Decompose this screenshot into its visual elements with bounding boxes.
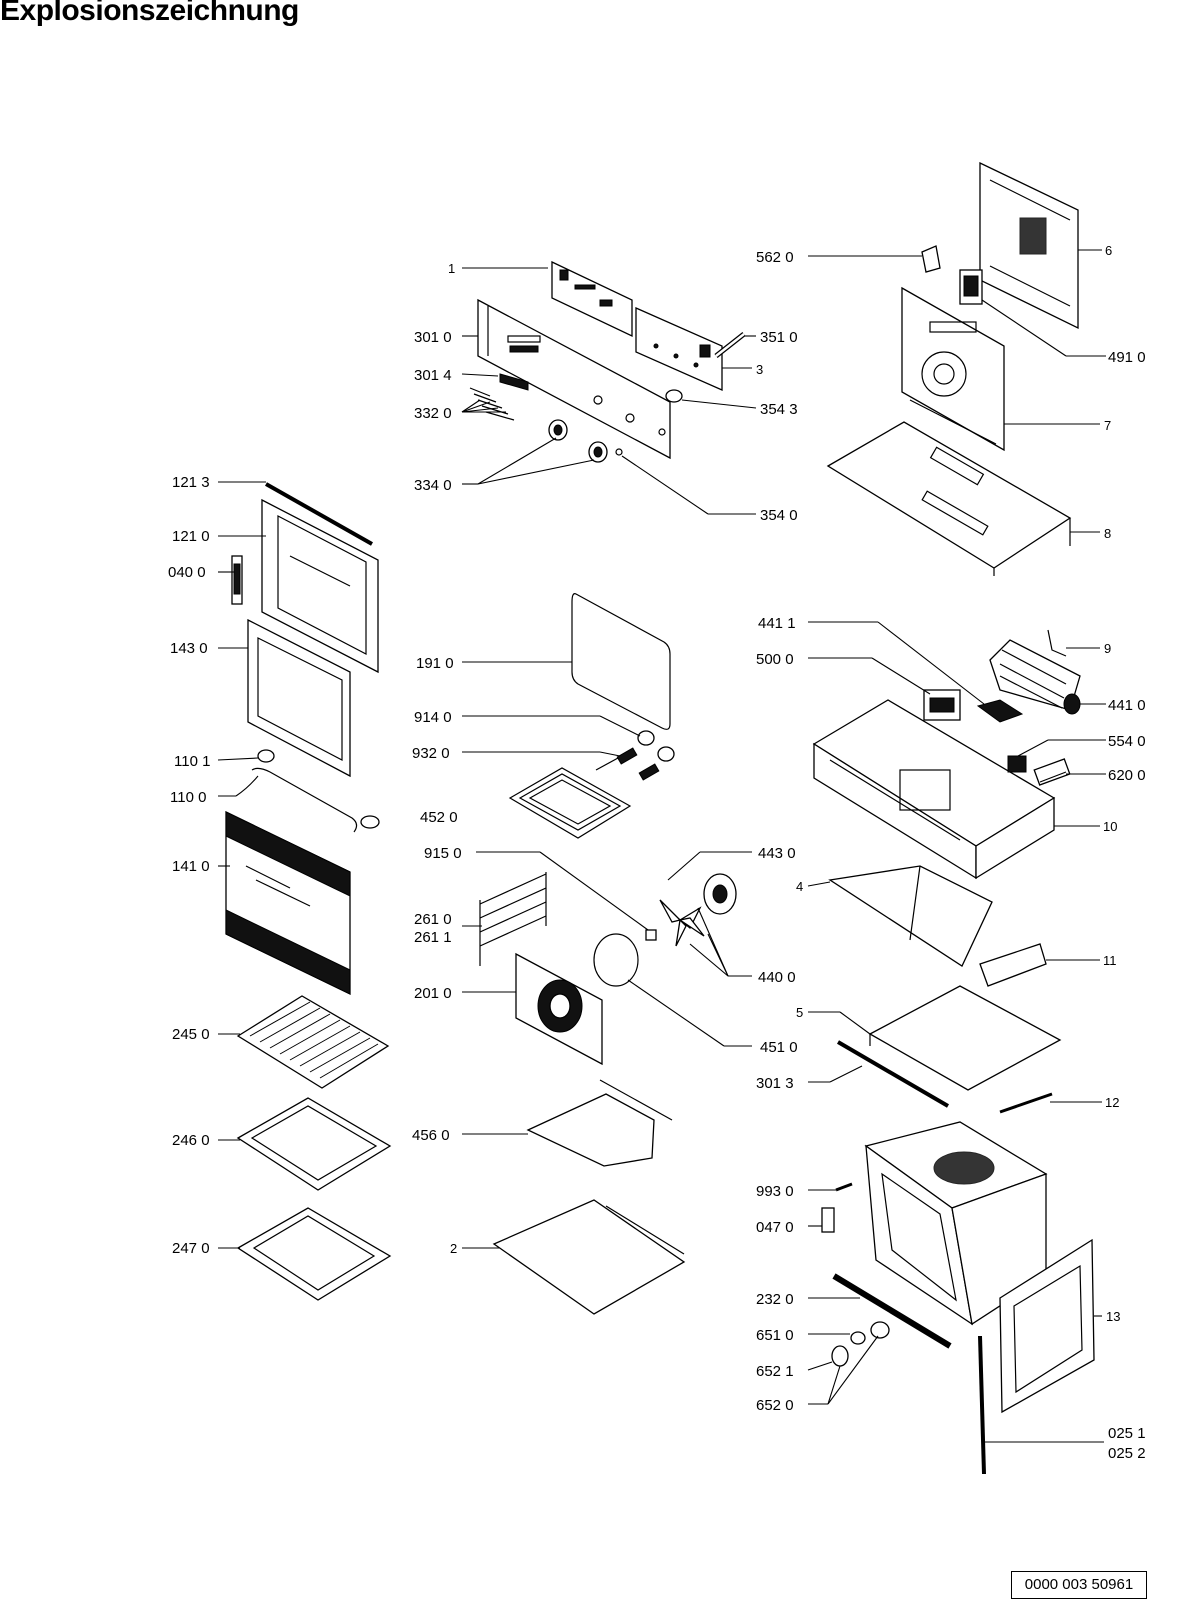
label-554-0: 554 0 [1108,733,1146,750]
label-11: 11 [1103,953,1117,968]
label-040-0: 040 0 [168,564,206,581]
part-labels: 1 301 0 301 4 332 0 334 0 351 0 3 354 3 … [168,243,1146,1462]
label-354-0: 354 0 [760,507,798,524]
part-2-bottom-plate [492,1199,686,1315]
part-452-0-heating-element [508,757,632,839]
part-441-0-tangential-fan [989,639,1081,715]
part-245-0-wire-rack [236,995,390,1089]
label-232-0: 232 0 [756,1291,794,1308]
label-301-0: 301 0 [414,329,452,346]
label-2: 2 [450,1241,457,1256]
door-group [225,482,380,996]
label-652-1: 652 1 [756,1363,794,1380]
part-11-bracket [979,943,1047,987]
label-441-1: 441 1 [758,615,796,632]
label-452-0: 452 0 [420,809,458,826]
part-3-switch-board [635,307,723,391]
leader-lines [217,249,1106,1443]
label-7: 7 [1104,418,1111,433]
label-4: 4 [796,879,803,894]
label-334-0: 334 0 [414,477,452,494]
label-993-0: 993 0 [756,1183,794,1200]
label-8: 8 [1104,526,1111,541]
label-5: 5 [796,1005,803,1020]
label-915-0: 915 0 [424,845,462,862]
label-025-1: 025 1 [1108,1425,1146,1442]
label-13: 13 [1106,1309,1120,1324]
electrical-group [812,629,1095,1475]
part-4-deflector [828,865,993,967]
label-261-1: 261 1 [414,929,452,946]
label-441-0: 441 0 [1108,697,1146,714]
label-6: 6 [1105,243,1112,258]
label-261-0: 261 0 [414,911,452,928]
label-443-0: 443 0 [758,845,796,862]
rear-panel-group [826,161,1079,576]
part-8-top-tray [826,421,1072,569]
part-440-0-fan-blade [659,899,705,947]
label-354-3: 354 3 [760,401,798,418]
label-12: 12 [1105,1095,1119,1110]
label-121-0: 121 0 [172,528,210,545]
label-451-0: 451 0 [760,1039,798,1056]
label-351-0: 351 0 [760,329,798,346]
part-143-0-inner-door [247,618,351,778]
center-parts-group [479,593,737,1315]
label-121-3: 121 3 [172,474,210,491]
label-143-0: 143 0 [170,640,208,657]
part-247-0-deep-tray [236,1207,392,1301]
label-301-3: 301 3 [756,1075,794,1092]
part-456-0-grill-pan [526,1093,655,1167]
part-261-0-side-rack [479,872,547,966]
label-191-0: 191 0 [416,655,454,672]
part-13-side-frame [999,1238,1095,1414]
label-332-0: 332 0 [414,405,452,422]
part-191-0-gasket [571,593,671,730]
trays-group [236,995,392,1301]
label-1: 1 [448,261,455,276]
label-3: 3 [756,362,763,377]
part-121-0-door-frame [261,498,379,674]
label-301-4: 301 4 [414,367,452,384]
label-620-0: 620 0 [1108,767,1146,784]
part-1-control-board [551,260,633,338]
part-246-0-baking-tray [236,1097,392,1191]
label-110-0: 110 0 [170,789,206,806]
label-440-0: 440 0 [758,969,796,986]
label-500-0: 500 0 [756,651,794,668]
label-456-0: 456 0 [412,1127,450,1144]
part-5-bottom-cover [868,985,1062,1091]
label-110-1: 110 1 [174,753,210,770]
label-9: 9 [1104,641,1111,656]
part-332-0-buttons [469,387,515,421]
label-201-0: 201 0 [414,985,452,1002]
page-title: Explosionszeichnung [0,0,299,27]
control-panel-group [469,260,746,463]
label-932-0: 932 0 [412,745,450,762]
label-652-0: 652 0 [756,1397,794,1414]
part-301-0-front-panel [477,298,671,460]
label-562-0: 562 0 [756,249,794,266]
label-10: 10 [1103,819,1117,834]
part-oven-cavity [864,1121,1048,1326]
part-620-0-terminal [1033,758,1071,786]
label-047-0: 047 0 [756,1219,794,1236]
label-247-0: 247 0 [172,1240,210,1257]
label-651-0: 651 0 [756,1327,794,1344]
label-141-0: 141 0 [172,858,210,875]
document-number: 0000 003 50961 [1011,1571,1147,1599]
label-246-0: 246 0 [172,1132,210,1149]
label-914-0: 914 0 [414,709,452,726]
label-491-0: 491 0 [1108,349,1146,366]
label-245-0: 245 0 [172,1026,210,1043]
label-025-2: 025 2 [1108,1445,1146,1462]
